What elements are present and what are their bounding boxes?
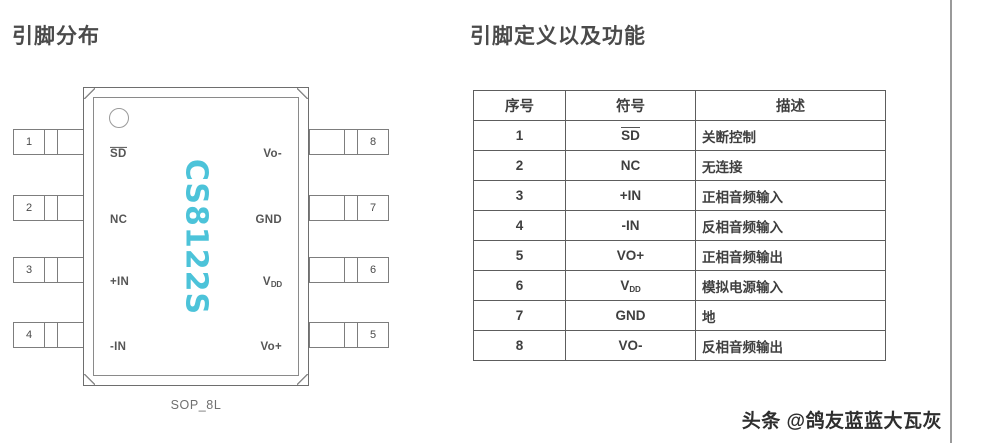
table-row: 8 VO- 反相音频输出 bbox=[473, 330, 886, 361]
cell-description: 模拟电源输入 bbox=[695, 270, 886, 301]
source-watermark: 头条 @鸽友蓝蓝大瓦灰 bbox=[741, 411, 942, 432]
chip-pin-label-5: Vo+ bbox=[260, 341, 282, 353]
cell-number: 5 bbox=[473, 240, 566, 271]
page-title-pin-distribution: 引脚分布 bbox=[12, 25, 100, 48]
pin-number-4: 4 bbox=[13, 322, 45, 348]
cell-symbol: +IN bbox=[565, 180, 696, 211]
part-number-silkscreen: CS8122S bbox=[178, 158, 214, 315]
cell-description: 正相音频输出 bbox=[695, 240, 886, 271]
page-title-pin-definition: 引脚定义以及功能 bbox=[470, 25, 646, 48]
table-row: 6 VDD 模拟电源输入 bbox=[473, 270, 886, 301]
column-header-number: 序号 bbox=[473, 90, 566, 121]
cell-symbol: VO+ bbox=[565, 240, 696, 271]
package-pinout-diagram: 引脚分布 1 2 3 4 8 7 6 5 bbox=[0, 0, 460, 443]
pin-number-3: 3 bbox=[13, 257, 45, 283]
cell-number: 4 bbox=[473, 210, 566, 241]
chip-pin-label-7: GND bbox=[255, 214, 282, 226]
pin-foot-7 bbox=[309, 195, 346, 221]
pin-lead-5: 5 bbox=[309, 322, 389, 348]
cell-number: 3 bbox=[473, 180, 566, 211]
pin-lead-2: 2 bbox=[13, 195, 93, 221]
cell-number: 1 bbox=[473, 120, 566, 151]
cell-description: 关断控制 bbox=[695, 120, 886, 151]
pin-foot-6 bbox=[309, 257, 346, 283]
page-edge-divider bbox=[950, 0, 952, 443]
table-row: 4 -IN 反相音频输入 bbox=[473, 210, 886, 241]
pin-lead-8: 8 bbox=[309, 129, 389, 155]
cell-number: 7 bbox=[473, 300, 566, 331]
pin-number-5: 5 bbox=[357, 322, 389, 348]
cell-symbol: SD bbox=[565, 120, 696, 151]
pin-lead-6: 6 bbox=[309, 257, 389, 283]
column-header-description: 描述 bbox=[695, 90, 886, 121]
chip-bevel-top-right bbox=[297, 88, 308, 99]
table-row: 2 NC 无连接 bbox=[473, 150, 886, 181]
cell-number: 2 bbox=[473, 150, 566, 181]
chip-pin-label-1: SD bbox=[110, 146, 127, 160]
chip-bevel-bottom-right bbox=[297, 374, 308, 385]
cell-symbol: NC bbox=[565, 150, 696, 181]
cell-number: 8 bbox=[473, 330, 566, 361]
chip-pin-label-4: -IN bbox=[110, 341, 127, 353]
cell-symbol: GND bbox=[565, 300, 696, 331]
pin-lead-4: 4 bbox=[13, 322, 93, 348]
cell-description: 反相音频输入 bbox=[695, 210, 886, 241]
table-row: 5 VO+ 正相音频输出 bbox=[473, 240, 886, 271]
pin-number-1: 1 bbox=[13, 129, 45, 155]
chip-package-body: SD NC +IN -IN Vo- GND VDD Vo+ CS8122S bbox=[83, 87, 309, 386]
pin-number-7: 7 bbox=[357, 195, 389, 221]
pin-number-2: 2 bbox=[13, 195, 45, 221]
chip-bevel-top-left bbox=[84, 88, 95, 99]
cell-symbol: -IN bbox=[565, 210, 696, 241]
cell-symbol: VO- bbox=[565, 330, 696, 361]
cell-description: 反相音频输出 bbox=[695, 330, 886, 361]
cell-description: 无连接 bbox=[695, 150, 886, 181]
pin-lead-7: 7 bbox=[309, 195, 389, 221]
cell-description: 正相音频输入 bbox=[695, 180, 886, 211]
cell-symbol: VDD bbox=[565, 270, 696, 301]
cell-number: 6 bbox=[473, 270, 566, 301]
chip-body-inner-outline: SD NC +IN -IN Vo- GND VDD Vo+ CS8122S bbox=[84, 88, 308, 385]
chip-pin-label-3: +IN bbox=[110, 276, 130, 288]
pin-foot-8 bbox=[309, 129, 346, 155]
table-header-row: 序号 符号 描述 bbox=[473, 90, 886, 121]
cell-description: 地 bbox=[695, 300, 886, 331]
pin-definition-table: 序号 符号 描述 1 SD 关断控制 2 NC 无连接 3 +IN 正相音频输入… bbox=[473, 90, 886, 361]
chip-pin-label-6: VDD bbox=[262, 276, 282, 289]
pin-number-8: 8 bbox=[357, 129, 389, 155]
pin-lead-1: 1 bbox=[13, 129, 93, 155]
chip-pin-label-2: NC bbox=[110, 214, 128, 226]
chip-pin-label-8: Vo- bbox=[263, 148, 282, 160]
chip-bevel-bottom-left bbox=[84, 374, 95, 385]
pin-number-6: 6 bbox=[357, 257, 389, 283]
table-row: 7 GND 地 bbox=[473, 300, 886, 331]
column-header-symbol: 符号 bbox=[565, 90, 696, 121]
pin-1-marker-circle-icon bbox=[109, 108, 129, 128]
package-type-caption: SOP_8L bbox=[170, 398, 222, 412]
table-row: 3 +IN 正相音频输入 bbox=[473, 180, 886, 211]
pin-lead-3: 3 bbox=[13, 257, 93, 283]
pin-foot-5 bbox=[309, 322, 346, 348]
table-row: 1 SD 关断控制 bbox=[473, 120, 886, 151]
